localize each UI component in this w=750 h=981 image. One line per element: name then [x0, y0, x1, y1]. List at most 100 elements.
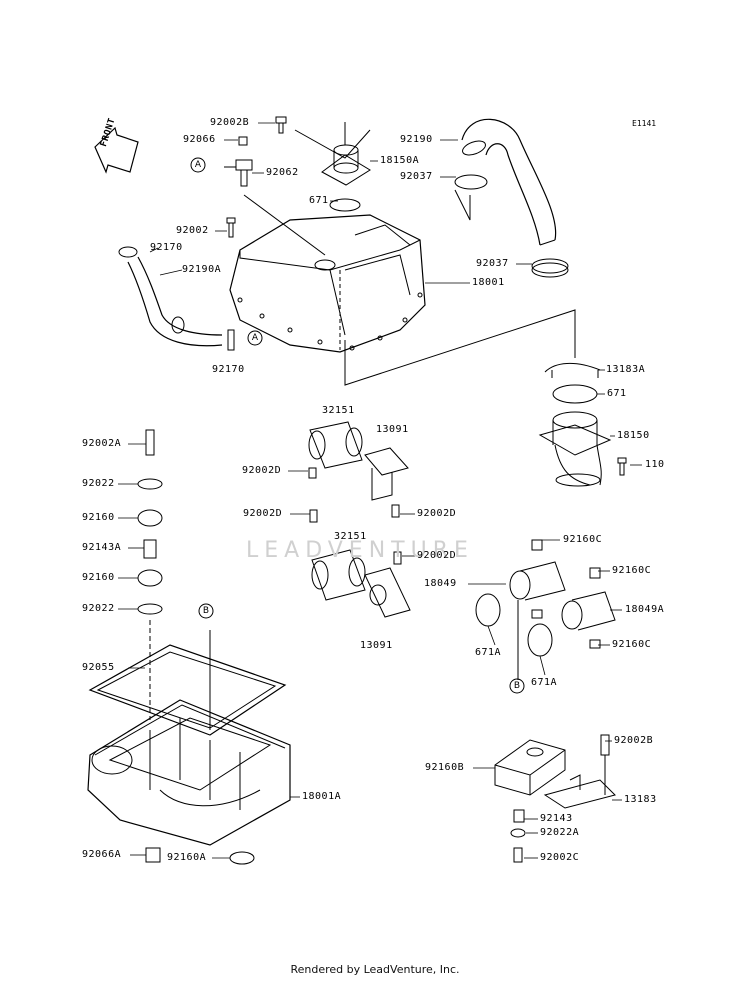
clamp-92037-mid — [531, 258, 569, 274]
oring-671-mid — [552, 384, 598, 404]
label-18049A: 18049A — [625, 604, 665, 615]
fitting-18150 — [538, 411, 612, 487]
callout-circle-a-2 — [247, 330, 263, 346]
label-18001: 18001 — [472, 277, 505, 288]
label-92160-mid: 92160 — [82, 572, 115, 583]
label-18150: 18150 — [617, 430, 650, 441]
cover-18001 — [229, 194, 426, 353]
label-92002C: 92002C — [540, 852, 580, 863]
label-92037-top: 92037 — [400, 171, 433, 182]
label-92160A: 92160A — [167, 852, 207, 863]
valve-32151-bot — [311, 549, 366, 601]
label-92143A: 92143A — [82, 542, 122, 553]
label-92002D-c: 92002D — [417, 508, 457, 519]
bracket-13091-top — [364, 447, 409, 501]
label-92002B-bot: 92002B — [614, 735, 654, 746]
bolt-92002D-b — [391, 504, 400, 518]
oring-671A-b — [527, 623, 553, 657]
label-92066A: 92066A — [82, 849, 122, 860]
label-92062: 92062 — [266, 167, 299, 178]
gasket-92055 — [88, 644, 287, 736]
callout-b-1: B — [202, 606, 210, 616]
label-13091-bot: 13091 — [360, 640, 393, 651]
label-92022A: 92022A — [540, 827, 580, 838]
label-92022-mid: 92022 — [82, 603, 115, 614]
valve-32151-top — [308, 421, 363, 469]
switch-92062 — [224, 159, 253, 187]
bolt-92002D-a — [308, 467, 317, 479]
bolt-92002D-c — [309, 509, 318, 523]
bracket-13091-bot — [364, 567, 411, 618]
washer-92022A — [510, 828, 526, 838]
bolt-92002B-bot — [600, 734, 610, 756]
fitting-18150A — [294, 122, 371, 186]
front-arrow-icon — [94, 126, 139, 174]
label-92002B-top: 92002B — [210, 117, 250, 128]
label-92170-top: 92170 — [150, 242, 183, 253]
bolt-92002B-top — [275, 116, 287, 134]
label-671A-b: 671A — [531, 677, 558, 688]
label-18150A: 18150A — [380, 155, 420, 166]
label-92002D-a: 92002D — [242, 465, 282, 476]
bolt-92170-bot — [227, 329, 235, 351]
label-32151-top: 32151 — [322, 405, 355, 416]
callout-b-2: B — [513, 681, 521, 691]
label-92037-mid: 92037 — [476, 258, 509, 269]
callout-a-1: A — [194, 160, 202, 170]
leader-lines — [118, 122, 642, 859]
leader-92037 — [454, 189, 471, 221]
label-32151-bot: 32151 — [334, 531, 367, 542]
label-92190: 92190 — [400, 134, 433, 145]
diagram-code: E1141 — [632, 119, 657, 128]
oring-671-top — [329, 198, 361, 212]
label-92022-top: 92022 — [82, 478, 115, 489]
label-13183: 13183 — [624, 794, 657, 805]
label-671A-a: 671A — [475, 647, 502, 658]
bolt-92002C — [513, 847, 523, 863]
hose-92190A — [118, 246, 223, 347]
label-92160C-b: 92160C — [612, 565, 652, 576]
label-671-top: 671 — [309, 195, 329, 206]
label-13183A: 13183A — [606, 364, 646, 375]
watermark: LEADVENTURE — [246, 538, 474, 563]
oring-671A-a — [475, 593, 501, 627]
label-671-mid: 671 — [607, 388, 627, 399]
bolt-92002D-d — [393, 551, 402, 565]
label-92002D-d: 92002D — [417, 550, 457, 561]
label-18001A: 18001A — [302, 791, 342, 802]
callout-a-2: A — [251, 333, 259, 343]
block-92160B — [494, 739, 566, 796]
plug-92066A — [145, 847, 161, 863]
bracket-13183 — [543, 774, 616, 809]
clamp-92037-top — [454, 174, 488, 190]
plug-92066 — [238, 136, 248, 146]
bolt-110 — [617, 457, 627, 476]
label-92002: 92002 — [176, 225, 209, 236]
leader-cover — [344, 309, 576, 386]
stack-left — [137, 429, 163, 720]
label-92066: 92066 — [183, 134, 216, 145]
bracket-13183A — [544, 363, 601, 378]
callout-circle-b-2 — [509, 678, 525, 694]
label-92190A: 92190A — [182, 264, 222, 275]
footer-credit: Rendered by LeadVenture, Inc. — [290, 963, 460, 976]
label-92002A: 92002A — [82, 438, 122, 449]
label-18049: 18049 — [424, 578, 457, 589]
label-92160-top: 92160 — [82, 512, 115, 523]
label-92160B: 92160B — [425, 762, 465, 773]
label-92160C-a: 92160C — [563, 534, 603, 545]
hose-92190 — [461, 118, 557, 246]
washer-92160A — [229, 851, 255, 865]
label-110: 110 — [645, 459, 665, 470]
grommet-92143 — [513, 809, 525, 823]
label-92002D-b: 92002D — [243, 508, 283, 519]
label-92160C-c: 92160C — [612, 639, 652, 650]
label-13091-top: 13091 — [376, 424, 409, 435]
callout-circle-a-1 — [190, 157, 206, 173]
label-92170-bot: 92170 — [212, 364, 245, 375]
callout-circle-b-1 — [198, 603, 214, 619]
oil-pan-18001A — [87, 699, 291, 846]
label-92143: 92143 — [540, 813, 573, 824]
